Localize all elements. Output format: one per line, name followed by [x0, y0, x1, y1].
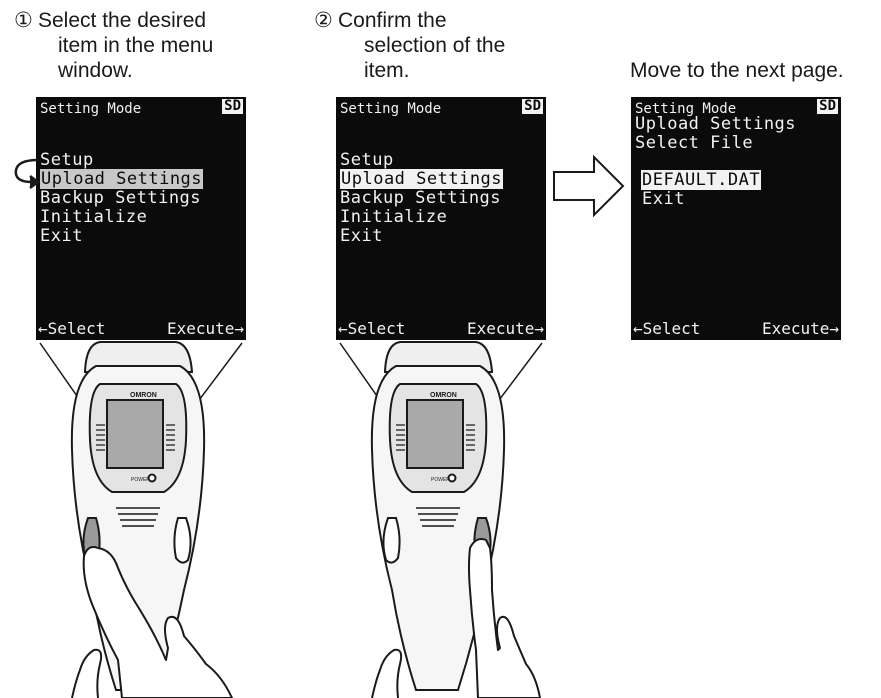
screen1-execute-label: Execute→ — [166, 319, 244, 338]
step3-line1: Move to the next page. — [630, 59, 844, 82]
hand-1 — [71, 546, 233, 698]
screen2-display: Setting Mode SD Setup Upload Settings Ba… — [336, 97, 546, 340]
screen3-file-default-dat[interactable]: DEFAULT.DAT — [641, 170, 762, 190]
device1-brand-logo: OMRON — [130, 392, 157, 399]
screen2-footer: ←Select Execute→ — [338, 320, 544, 338]
screen3-footer: ←Select Execute→ — [633, 320, 839, 338]
screen2-sd-badge: SD — [522, 98, 543, 114]
screen1-display: Setting Mode SD Setup Upload Settings Ba… — [36, 97, 246, 340]
screen3-select-label: ←Select — [633, 319, 701, 338]
screen3-display: Setting Mode SD Upload Settings Select F… — [631, 97, 841, 340]
screen2-header: Setting Mode — [340, 101, 442, 117]
screen3-header: Setting Mode — [635, 101, 737, 117]
hand-2 — [371, 538, 541, 698]
step2-line2: selection of the — [364, 34, 506, 57]
screen1-menu-item-upload-settings[interactable]: Upload Settings — [40, 169, 204, 189]
screen1-menu-item-backup-settings[interactable]: Backup Settings — [40, 188, 202, 208]
screen2-menu-item-backup-settings[interactable]: Backup Settings — [340, 188, 502, 208]
step1-number: ① — [14, 9, 33, 32]
screen1-select-label: ←Select — [38, 319, 106, 338]
next-page-arrow-icon — [553, 154, 625, 218]
screen2-execute-label: Execute→ — [466, 319, 544, 338]
step1-line3: window. — [58, 59, 133, 82]
screen3-sd-badge: SD — [817, 98, 838, 114]
screen1-menu-item-initialize[interactable]: Initialize — [40, 207, 148, 227]
screen3-upload-settings-label: Upload Settings — [635, 114, 797, 134]
step3-caption: Move to the next page. — [630, 58, 844, 83]
step1-line2: item in the menu — [58, 34, 214, 57]
screen2-menu-item-upload-settings[interactable]: Upload Settings — [340, 169, 504, 189]
device1-power-label: POWER — [131, 477, 150, 483]
cursor-arrow-icon — [14, 158, 41, 189]
step2-line3: item. — [364, 59, 410, 82]
device2-power-label: POWER — [431, 477, 450, 483]
screen2-menu-item-setup[interactable]: Setup — [340, 150, 394, 170]
screen2-menu-item-initialize[interactable]: Initialize — [340, 207, 448, 227]
screen1-header: Setting Mode — [40, 101, 142, 117]
screen2-select-label: ←Select — [338, 319, 406, 338]
screen3-menu-item-exit[interactable]: Exit — [642, 189, 685, 209]
screen2-menu-item-exit[interactable]: Exit — [340, 226, 383, 246]
step2-number: ② — [314, 9, 333, 32]
screen1-sd-badge: SD — [222, 98, 243, 114]
device2-brand-logo: OMRON — [430, 392, 457, 399]
step2-line1: Confirm the — [338, 9, 447, 32]
screen3-execute-label: Execute→ — [761, 319, 839, 338]
screen1-menu-item-setup[interactable]: Setup — [40, 150, 94, 170]
screen1-menu-item-exit[interactable]: Exit — [40, 226, 83, 246]
screen1-footer: ←Select Execute→ — [38, 320, 244, 338]
screen3-select-file-label: Select File — [635, 133, 754, 153]
step1-line1: Select the desired — [38, 9, 207, 32]
